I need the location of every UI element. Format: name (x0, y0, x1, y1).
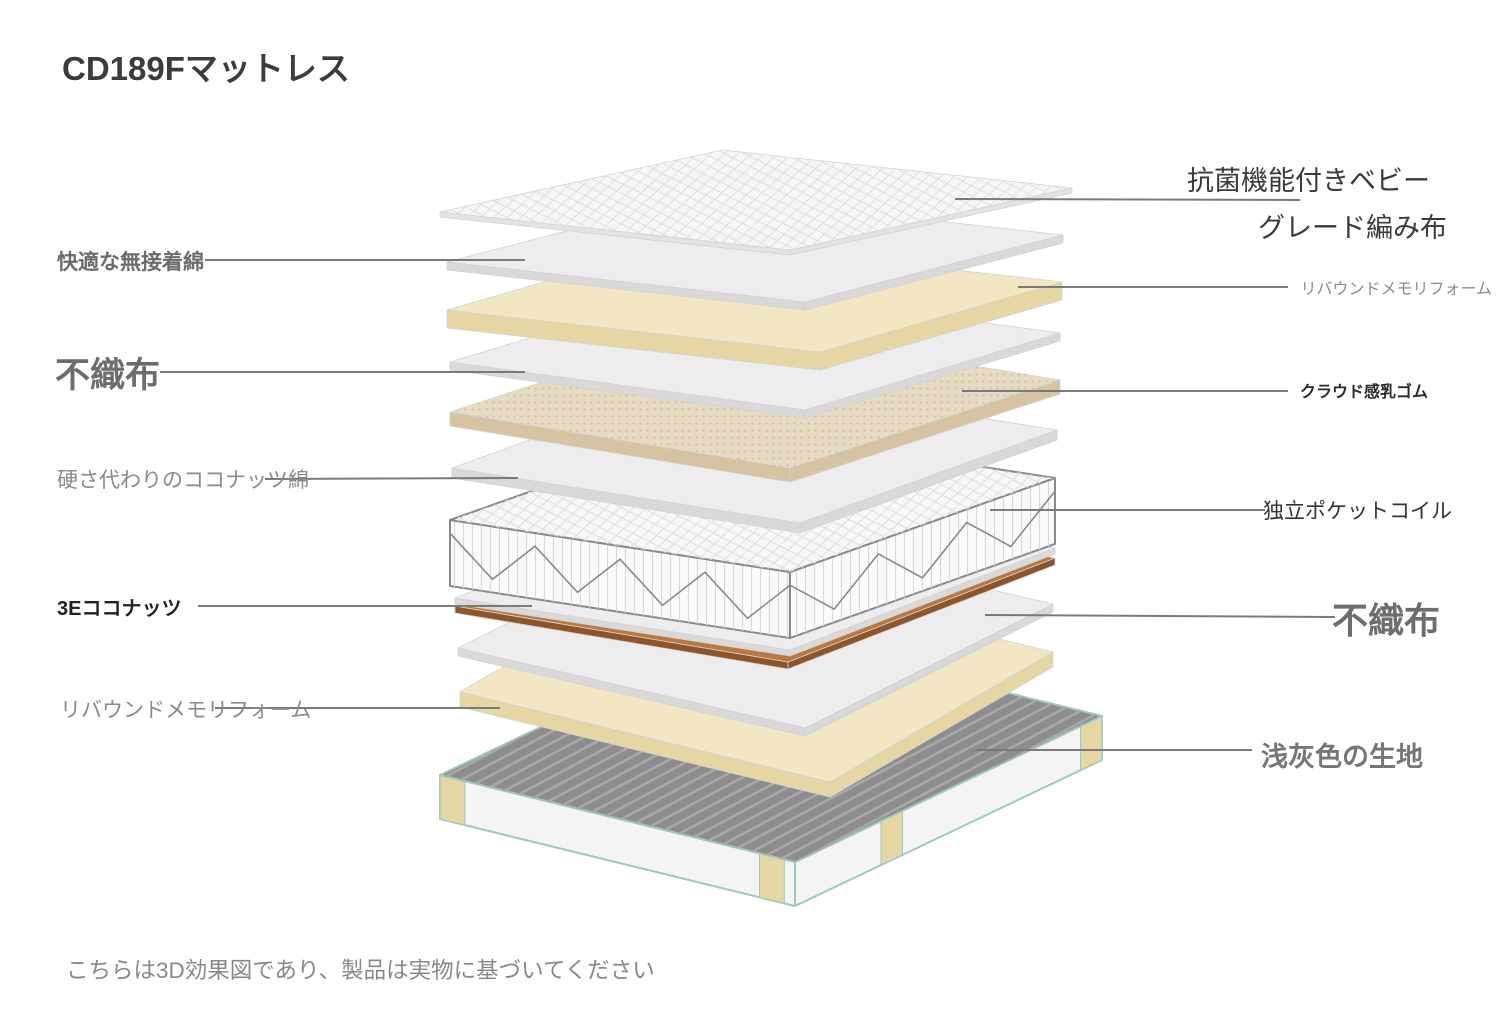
base-corner-strip (439, 774, 466, 826)
leader-lines (160, 198, 1336, 751)
label-coconut-cotton: 硬さ代わりのココナッツ綿 (57, 469, 309, 492)
layer-antibacterial-knit (439, 149, 1073, 256)
leader-line-antibacterial-knit (954, 198, 1301, 201)
page-title: CD189Fマットレス (62, 50, 350, 87)
footer-note: こちらは3D効果図であり、製品は実物に基づいてください (66, 958, 655, 983)
label-3e-coconut: 3Eココナッツ (57, 598, 182, 620)
label-nonwoven-lower: 不織布 (1331, 600, 1440, 641)
layer-pocket-coil-right-spring-wire (789, 490, 1056, 611)
label-cloud-latex: クラウド感乳ゴム (1299, 384, 1428, 401)
layer-pocket-coil-right-face-stripes (790, 478, 1055, 638)
label-comfort-cotton: 快適な無接着綿 (57, 251, 204, 274)
mattress-layers (439, 149, 1103, 907)
label-pocket-coil: 独立ポケットコイル (1263, 500, 1452, 523)
label-nonwoven-upper: 不織布 (55, 356, 161, 395)
leader-line-nonwoven-lower (984, 614, 1336, 618)
label-antibacterial-knit-line1: 抗菌機能付きベビー (1187, 166, 1430, 196)
base-corner-strip (759, 852, 785, 905)
label-gray-fabric: 浅灰色の生地 (1261, 742, 1423, 772)
layer-antibacterial-knit-top-texture (440, 150, 1072, 250)
label-memory-foam-upper: リバウンドメモリフォーム (1300, 281, 1492, 298)
layer-pocket-coil-left-face-stripes (450, 520, 790, 638)
label-memory-foam-lower: リバウンドメモリフォーム (60, 699, 312, 722)
leader-line-coconut-cotton (264, 477, 519, 480)
label-antibacterial-knit-line2: グレード編み布 (1258, 213, 1447, 243)
layer-pocket-coil-left-spring-wire (449, 532, 791, 620)
